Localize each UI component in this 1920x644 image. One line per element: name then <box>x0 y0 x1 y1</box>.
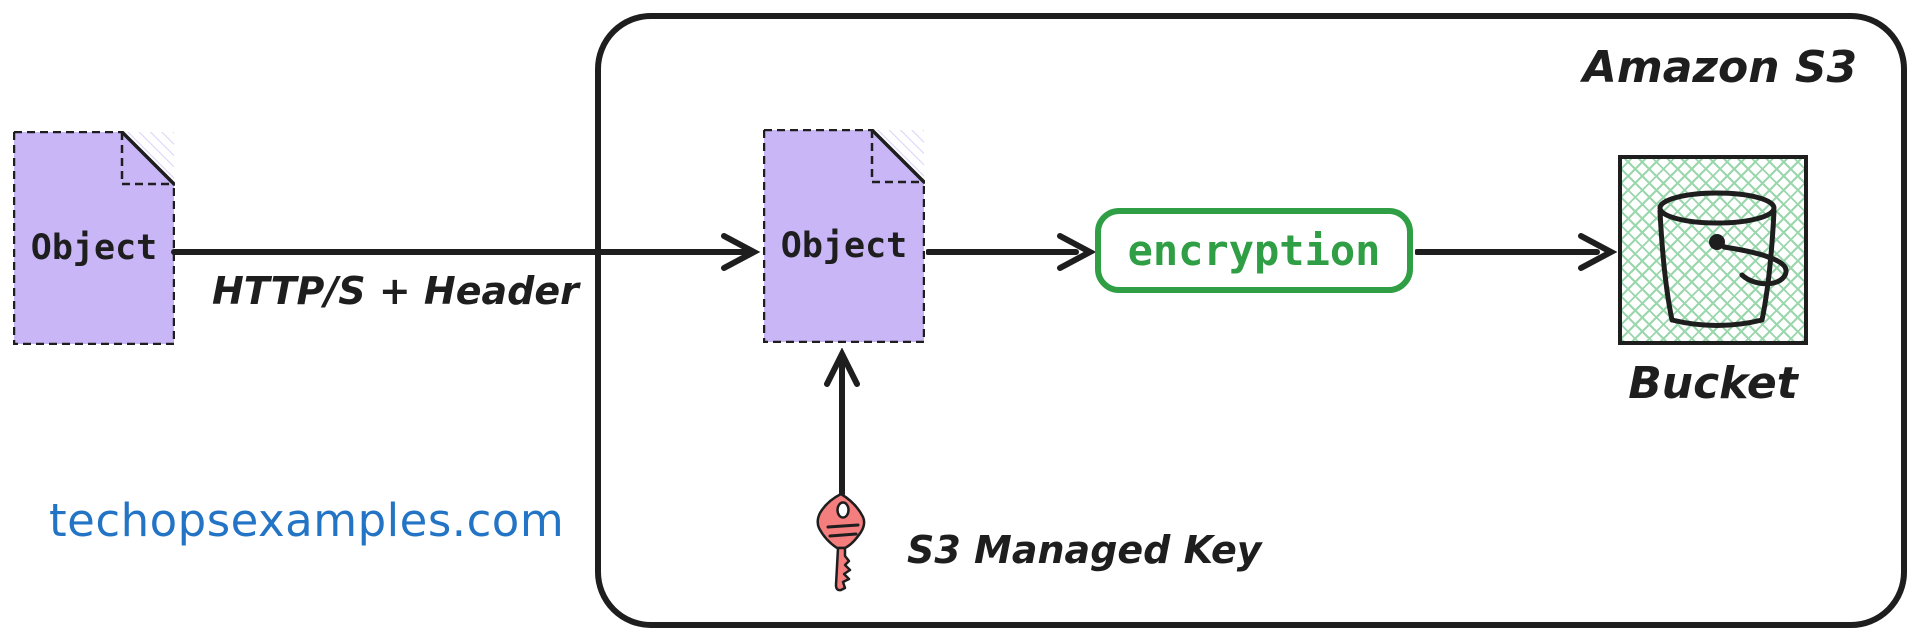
document-icon <box>762 128 926 344</box>
amazon-s3-title: Amazon S3 <box>1582 42 1858 93</box>
encryption-label: encryption <box>1127 226 1381 275</box>
encryption-node: encryption <box>1095 208 1413 293</box>
arrow-right-icon <box>171 233 761 271</box>
staged-object: Object <box>762 128 926 344</box>
amazon-s3-container <box>595 13 1907 628</box>
bucket-caption: Bucket <box>1628 358 1798 409</box>
source-object-label: Object <box>30 228 158 268</box>
key-to-object-arrow <box>822 348 862 498</box>
arrow-right-icon <box>926 233 1097 271</box>
document-icon <box>12 130 176 346</box>
transfer-label: HTTP/S + Header <box>212 269 579 313</box>
watermark-url: techopsexamples.com <box>49 494 565 547</box>
bucket-icon <box>1618 155 1808 345</box>
arrow-right-icon <box>1415 233 1617 271</box>
key-label: S3 Managed Key <box>907 528 1262 572</box>
to-encryption-arrow <box>926 231 1098 273</box>
staged-object-label: Object <box>780 226 908 266</box>
source-object: Object <box>12 130 176 346</box>
bucket-drawing-icon <box>1657 190 1789 328</box>
to-bucket-arrow <box>1415 231 1617 273</box>
arrow-up-icon <box>824 348 860 497</box>
transfer-arrow <box>170 231 762 273</box>
key-icon <box>812 492 870 598</box>
